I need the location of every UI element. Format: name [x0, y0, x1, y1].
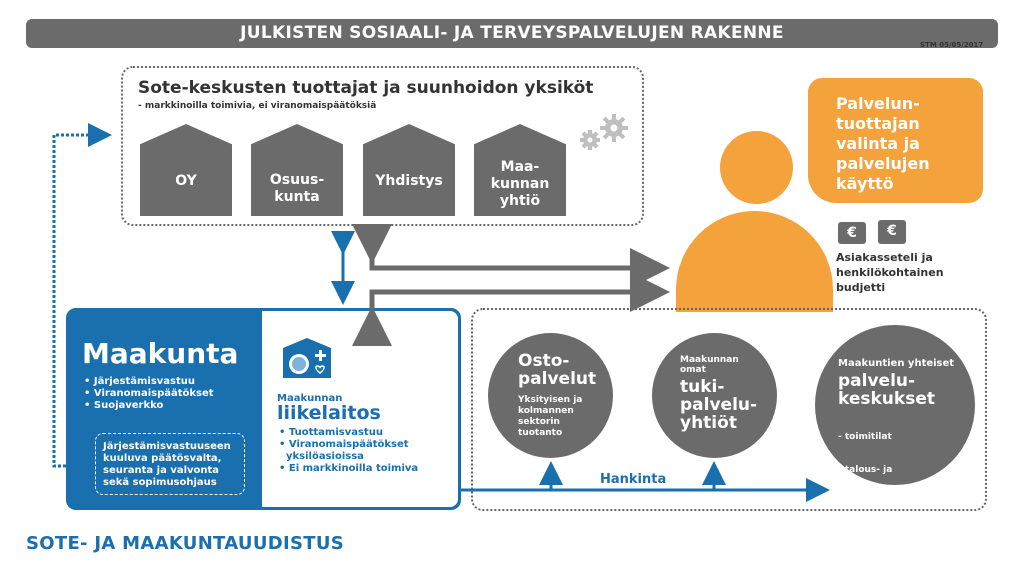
speech-text: Palvelun- tuottajan valinta ja palveluje… [836, 94, 930, 194]
maakunta-title: Maakunta [82, 337, 239, 370]
ostopalvelut-title: Osto- palvelut [518, 352, 596, 388]
circle-title-line: palvelu- [680, 395, 758, 415]
list-item: • Ei markkinoilla toimiva [279, 463, 419, 474]
circle-sub-line: sektorin [518, 417, 560, 427]
wallet-icon: € [878, 220, 906, 244]
speech-line: Palvelun- [836, 94, 920, 113]
circle-sub-line: tuotanto [518, 428, 563, 438]
speech-line: palvelujen [836, 154, 930, 173]
tukipalvelu-pre: Maakunnan omat [680, 355, 739, 375]
person-head [720, 131, 793, 204]
liikelaitos-list: • Tuottamisvastuu • Viranomaispäätökset … [279, 427, 418, 475]
tukipalvelu-title: tuki- palvelu- yhtiöt [680, 378, 757, 432]
house-label: Osuus- [269, 172, 325, 188]
speech-line: käyttö [836, 174, 894, 193]
liikelaitos-title: liikelaitos [277, 402, 381, 424]
house-oy: OY [140, 124, 232, 216]
circle-title-line: Osto- [518, 351, 570, 371]
list-item: • Viranomaispäätökset [279, 439, 409, 450]
circle-title-line: yhtiöt [680, 413, 737, 433]
hospital-icon [283, 338, 331, 378]
house-label: kunta [274, 189, 320, 205]
house-yhdistys: Yhdistys [363, 124, 455, 216]
palvelukeskukset-title: palvelu- keskukset [838, 372, 935, 408]
services-box [471, 308, 987, 511]
speech-line: tuottajan [836, 114, 920, 133]
circle-pre-line: omat [680, 365, 706, 375]
liikelaitos-pre: Maakunnan [277, 393, 343, 404]
house-label: kunnan [490, 176, 550, 192]
list-item: - ICT [838, 531, 861, 541]
circle-title-line: tuki- [680, 377, 725, 397]
list-item: henkilöstöhallinto [838, 498, 936, 508]
budget-line: henkilökohtainen [836, 266, 944, 279]
circle-pre-line: Maakunnan [680, 355, 739, 365]
circle-title-line: keskukset [838, 389, 935, 409]
circle-sub-line: Yksityisen ja [518, 395, 583, 405]
liikelaitos-to-person-arrow [352, 272, 670, 346]
palvelukeskukset-pre: Maakuntien yhteiset [838, 358, 955, 369]
decision-line: kuuluva päätösvalta, [103, 453, 222, 464]
budget-line: budjetti [836, 281, 886, 294]
voucher-icon: € [838, 222, 866, 244]
tukipalvelu-circle [652, 333, 777, 458]
list-item: - talous- ja [838, 465, 893, 475]
hankinta-label: Hankinta [600, 472, 667, 487]
circle-title-line: palvelut [518, 369, 597, 389]
page-title: JULKISTEN SOSIAALI- JA TERVEYSPALVELUJEN… [26, 19, 998, 48]
circle-sub-line: kolmannen [518, 406, 574, 416]
speech-line: valinta ja [836, 134, 920, 153]
house-label: Yhdistys [375, 173, 443, 189]
circle-title-line: palvelu- [838, 371, 916, 391]
producers-title: Sote-keskusten tuottajat ja suunhoidon y… [138, 78, 594, 98]
budget-text: Asiakasseteli ja henkilökohtainen budjet… [836, 250, 944, 295]
palvelukeskukset-list: - toimitilat - talous- ja henkilöstöhall… [838, 410, 936, 553]
list-item: • Järjestämisvastuu [84, 376, 196, 387]
decision-line: seuranta ja valvonta [103, 465, 220, 476]
house-maakunnan-yhtio: Maa- kunnan yhtiö [474, 124, 566, 216]
house-label: yhtiö [499, 193, 541, 209]
house-label: OY [175, 173, 197, 189]
producers-to-person-arrow [352, 224, 670, 288]
decision-text: Järjestämisvastuuseen kuuluva päätösvalt… [103, 441, 231, 489]
ostopalvelut-circle [488, 333, 613, 458]
feedback-arrow [52, 123, 112, 468]
list-item: • Viranomaispäätökset [84, 388, 214, 399]
list-item: • Suojaverkko [84, 400, 164, 411]
reference-code: STM 05/05/2017 [920, 41, 984, 49]
producers-subtitle: - markkinoilla toimivia, ei viranomaispä… [138, 101, 377, 111]
house-osuuskunta: Osuus- kunta [251, 124, 343, 216]
palvelukeskukset-circle [815, 325, 975, 485]
house-label: Maa- [500, 159, 540, 175]
gears-icon [580, 114, 628, 150]
decision-line: Järjestämisvastuuseen [103, 441, 231, 452]
budget-line: Asiakasseteli ja [836, 251, 933, 264]
maakunta-list: • Järjestämisvastuu • Viranomaispäätökse… [84, 376, 214, 412]
decision-line: sekä sopimusohjaus [103, 477, 217, 488]
list-item: - toimitilat [838, 432, 892, 442]
footer-title: SOTE- JA MAAKUNTAUUDISTUS [26, 533, 345, 554]
speech-bubble [808, 78, 983, 203]
list-item: • Tuottamisvastuu [279, 427, 383, 438]
ostopalvelut-sub: Yksityisen ja kolmannen sektorin tuotant… [518, 395, 582, 439]
decision-box [95, 433, 245, 495]
list-item: yksilöasioissa [285, 451, 364, 462]
